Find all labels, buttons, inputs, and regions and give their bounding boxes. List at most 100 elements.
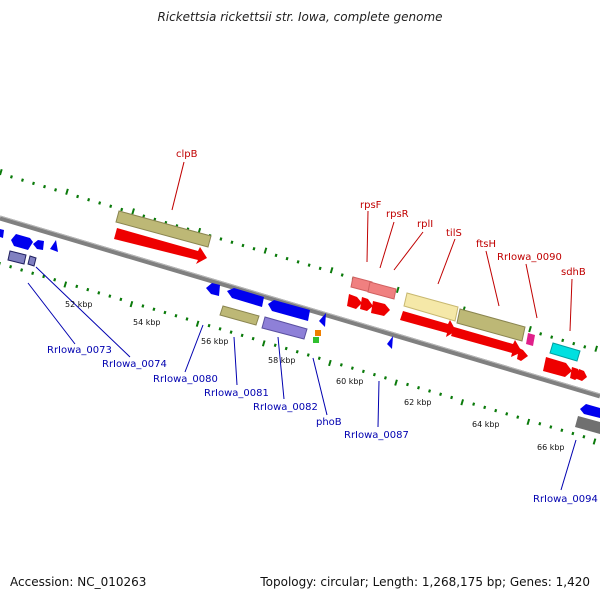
label-RrIowa_0087[interactable]: RrIowa_0087 xyxy=(344,430,409,441)
tick-mark xyxy=(152,307,156,311)
rpsR-gene-arrow[interactable] xyxy=(360,297,373,311)
tick-mark xyxy=(20,268,24,272)
tick-mark xyxy=(339,363,343,367)
tick-mark xyxy=(129,300,134,308)
tick-mark xyxy=(273,343,277,347)
tick-mark xyxy=(318,266,322,271)
tick-mark xyxy=(63,281,68,288)
sdhB-cds[interactable] xyxy=(549,342,581,362)
tick-mark xyxy=(219,237,223,241)
rpsR-cds[interactable] xyxy=(367,281,397,300)
tick-mark xyxy=(582,435,586,439)
tick-mark xyxy=(31,271,35,276)
tick-mark xyxy=(538,421,542,426)
tilS-cds[interactable] xyxy=(403,292,459,322)
tick-mark xyxy=(571,431,575,436)
RrIowa_0082-arrow[interactable] xyxy=(268,300,310,321)
RrIowa_0094-cds[interactable] xyxy=(575,416,600,434)
label-rplI[interactable]: rplI xyxy=(417,219,433,230)
tick-mark xyxy=(54,188,58,192)
tick-mark xyxy=(296,260,300,264)
left-edge-feature-1[interactable] xyxy=(0,229,4,238)
label-tilS[interactable]: tilS xyxy=(446,228,462,239)
tick-mark xyxy=(317,356,321,361)
map-title: Rickettsia rickettsii str. Iowa, complet… xyxy=(157,10,443,24)
clpB-gene-arrow[interactable] xyxy=(114,228,207,264)
tick-mark xyxy=(361,369,365,374)
tick-mark xyxy=(572,341,576,346)
tick-label-60kbp: 60 kbp xyxy=(336,377,364,386)
label-ftsH[interactable]: ftsH xyxy=(476,239,496,250)
phoB-cds-green[interactable] xyxy=(313,337,319,343)
tick-mark xyxy=(539,332,543,336)
phoB-cds-orange[interactable] xyxy=(315,330,321,336)
tick-mark xyxy=(119,297,123,302)
tick-mark xyxy=(252,247,256,251)
tick-mark xyxy=(295,349,299,354)
sdhB-gene-arrow[interactable] xyxy=(543,357,572,377)
RrIowa_0081-arrow[interactable] xyxy=(227,288,264,307)
ftsH-gene-arrow[interactable] xyxy=(451,327,522,357)
RrIowa_0073-arrow[interactable] xyxy=(11,234,33,250)
label-RrIowa_0074[interactable]: RrIowa_0074 xyxy=(102,359,167,370)
RrIowa_0081-cds[interactable] xyxy=(219,305,260,326)
RrIowa_0090-cds[interactable] xyxy=(526,333,535,346)
tick-mark xyxy=(218,327,222,331)
phoB-arrow[interactable] xyxy=(319,313,326,327)
RrIowa_0082-cds[interactable] xyxy=(261,316,308,340)
label-RrIowa_0082[interactable]: RrIowa_0082 xyxy=(253,402,318,413)
tick-mark xyxy=(263,247,268,254)
tick-mark xyxy=(32,181,35,186)
sdhB-small-arrow-2[interactable] xyxy=(577,369,587,381)
tick-mark xyxy=(142,214,146,218)
tick-mark xyxy=(75,284,79,289)
label-rpsR[interactable]: rpsR xyxy=(386,209,409,220)
clpB-cds[interactable] xyxy=(115,210,212,248)
tick-mark xyxy=(526,418,531,426)
label-RrIowa_0081[interactable]: RrIowa_0081 xyxy=(204,388,269,399)
rplI-gene-arrow[interactable] xyxy=(371,301,390,316)
label-RrIowa_0080[interactable]: RrIowa_0080 xyxy=(153,374,218,385)
reverse-strand-features xyxy=(0,229,600,434)
label-leaders xyxy=(27,161,577,491)
label-rpsF[interactable]: rpsF xyxy=(360,200,382,211)
tick-mark xyxy=(9,264,13,269)
label-clpB[interactable]: clpB xyxy=(176,149,198,160)
label-sdhB[interactable]: sdhB xyxy=(561,267,586,278)
ftsH-small-arrow[interactable] xyxy=(517,348,528,361)
tick-mark xyxy=(306,353,310,357)
tick-mark xyxy=(505,412,509,416)
label-phoB[interactable]: phoB xyxy=(316,417,342,428)
tick-label-66kbp: 66 kbp xyxy=(537,443,565,452)
label-RrIowa_0094[interactable]: RrIowa_0094 xyxy=(533,494,598,505)
rpsF-gene-arrow[interactable] xyxy=(347,294,362,309)
tick-mark xyxy=(53,278,57,282)
tick-mark xyxy=(383,376,387,380)
tick-mark xyxy=(560,428,564,432)
tick-mark xyxy=(450,395,454,400)
tick-mark xyxy=(86,287,90,292)
tick-mark xyxy=(131,208,135,215)
tick-mark xyxy=(285,256,289,261)
tick-mark xyxy=(87,197,91,202)
RrIowa_0080-arrow[interactable] xyxy=(206,283,220,296)
tick-mark xyxy=(395,286,400,294)
tick-mark xyxy=(307,263,311,267)
RrIowa_0074-arrow[interactable] xyxy=(33,240,44,250)
label-RrIowa_0090[interactable]: RrIowa_0090 xyxy=(497,252,562,263)
label-RrIowa_0073[interactable]: RrIowa_0073 xyxy=(47,345,112,356)
RrIowa_0073-cds[interactable] xyxy=(7,250,27,265)
tick-mark xyxy=(229,330,233,334)
tilS-gene-arrow[interactable] xyxy=(400,311,456,337)
tick-mark xyxy=(185,317,189,321)
RrIowa_0087-arrow[interactable] xyxy=(387,336,393,349)
RrIowa_0094-arrow[interactable] xyxy=(580,404,600,418)
tick-mark xyxy=(43,184,47,189)
ftsH-cds[interactable] xyxy=(456,308,526,342)
tick-mark xyxy=(329,267,334,274)
left-arrow-small[interactable] xyxy=(50,240,58,252)
accession-text: Accession: NC_010263 xyxy=(10,575,147,589)
tick-mark xyxy=(9,175,13,179)
RrIowa_0074-cds[interactable] xyxy=(27,255,37,267)
